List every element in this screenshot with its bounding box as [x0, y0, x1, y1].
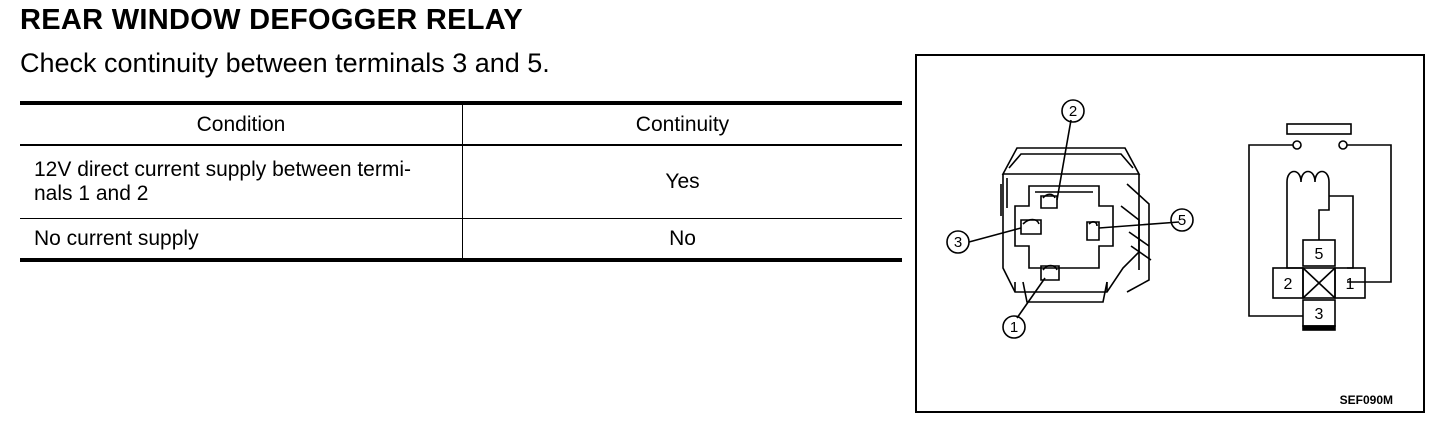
table-row: No current supply No — [20, 218, 902, 260]
condition-line: 12V direct current supply between termi- — [34, 158, 412, 181]
continuity-cell: Yes — [665, 170, 700, 193]
relay-illustration: 2 5 3 1 5 — [946, 99, 1392, 339]
header-condition: Condition — [20, 103, 463, 145]
figure-code: SEF090M — [1339, 393, 1393, 407]
continuity-table: Condition Continuity 12V direct current … — [20, 101, 902, 262]
condition-line: nals 1 and 2 — [34, 182, 149, 205]
terminal-label: 3 — [1315, 306, 1324, 323]
relay-connector-drawing — [946, 99, 1194, 339]
terminal-label: 1 — [1010, 319, 1018, 336]
table-header-row: Condition Continuity — [20, 103, 902, 145]
relay-figure: 2 5 3 1 5 — [915, 54, 1425, 413]
terminal-label: 5 — [1315, 246, 1324, 263]
connector-terminal-labels: 2 5 3 1 — [954, 103, 1186, 336]
condition-cell: No current supply — [20, 218, 463, 260]
relay-circuit-schematic — [1248, 123, 1392, 331]
header-continuity: Continuity — [635, 112, 730, 136]
terminal-label: 3 — [954, 234, 962, 251]
page-title: REAR WINDOW DEFOGGER RELAY — [20, 4, 523, 36]
table-row: 12V direct current supply between termi-… — [20, 145, 902, 219]
terminal-label: 2 — [1069, 103, 1077, 120]
terminal-label: 2 — [1284, 276, 1293, 293]
condition-cell: 12V direct current supply between termi-… — [20, 145, 463, 219]
instruction-text: Check continuity between terminals 3 and… — [20, 48, 550, 78]
terminal-label: 1 — [1346, 276, 1355, 293]
schematic-terminal-labels: 5 2 1 3 — [1284, 246, 1355, 323]
continuity-cell: No — [669, 226, 696, 250]
terminal-label: 5 — [1178, 212, 1186, 229]
